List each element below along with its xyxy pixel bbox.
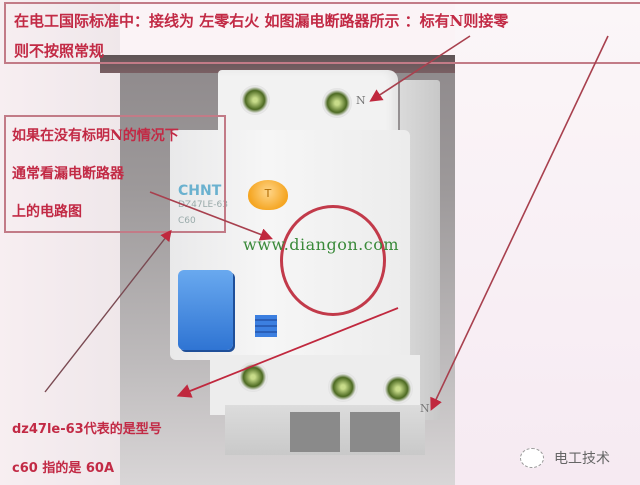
arrow-circuit [149, 191, 273, 241]
photo-top-band [100, 55, 455, 73]
test-button-icon: T [248, 180, 288, 210]
terminal-slot [350, 412, 400, 452]
account-watermark: 电工技术 [520, 448, 610, 468]
terminal-screw-icon [322, 88, 352, 118]
background-left [0, 0, 120, 485]
top-annotation-line1: 在电工国际标准中：接线为 左零右火 如图漏电断路器所示 ：标有N则接零 [14, 12, 509, 30]
rating-note: c60 指的是 60A [12, 461, 115, 476]
left-annotation-line3: 上的电路图 [12, 204, 82, 220]
highlight-circle [280, 205, 386, 316]
terminal-screw-icon [240, 85, 270, 115]
trip-indicator-icon [255, 315, 277, 337]
left-annotation-box: 如果在没有标明N的情况下 通常看漏电断路器 上的电路图 [4, 115, 226, 233]
model-note: dz47le-63代表的是型号 [12, 422, 162, 437]
arrow-rating [176, 307, 399, 398]
arrow-model [44, 229, 172, 393]
neutral-label-top: N [356, 94, 366, 107]
left-annotation-line2: 通常看漏电断路器 [12, 166, 124, 182]
top-annotation-box [4, 2, 640, 64]
model-label: DZ47LE-63 [178, 200, 228, 210]
toggle-lever-icon [178, 270, 233, 350]
website-watermark: www.diangon.com [243, 235, 400, 254]
terminal-screw-icon [328, 372, 358, 402]
background-right [455, 0, 640, 485]
arrow-bottom-n [430, 35, 609, 411]
watermark-text: 电工技术 [554, 451, 610, 467]
brand-logo: CHNT [178, 183, 222, 199]
arrow-top-n [369, 35, 471, 102]
rating-label: C60 [178, 216, 196, 226]
top-annotation-line2: 则不按照常规 [14, 42, 105, 60]
terminal-screw-icon [238, 362, 268, 392]
terminal-screw-icon [383, 374, 413, 404]
left-annotation-line1: 如果在没有标明N的情况下 [12, 128, 179, 144]
neutral-label-bottom: N [420, 402, 430, 415]
wechat-account-icon [520, 448, 544, 468]
terminal-slot [290, 412, 340, 452]
